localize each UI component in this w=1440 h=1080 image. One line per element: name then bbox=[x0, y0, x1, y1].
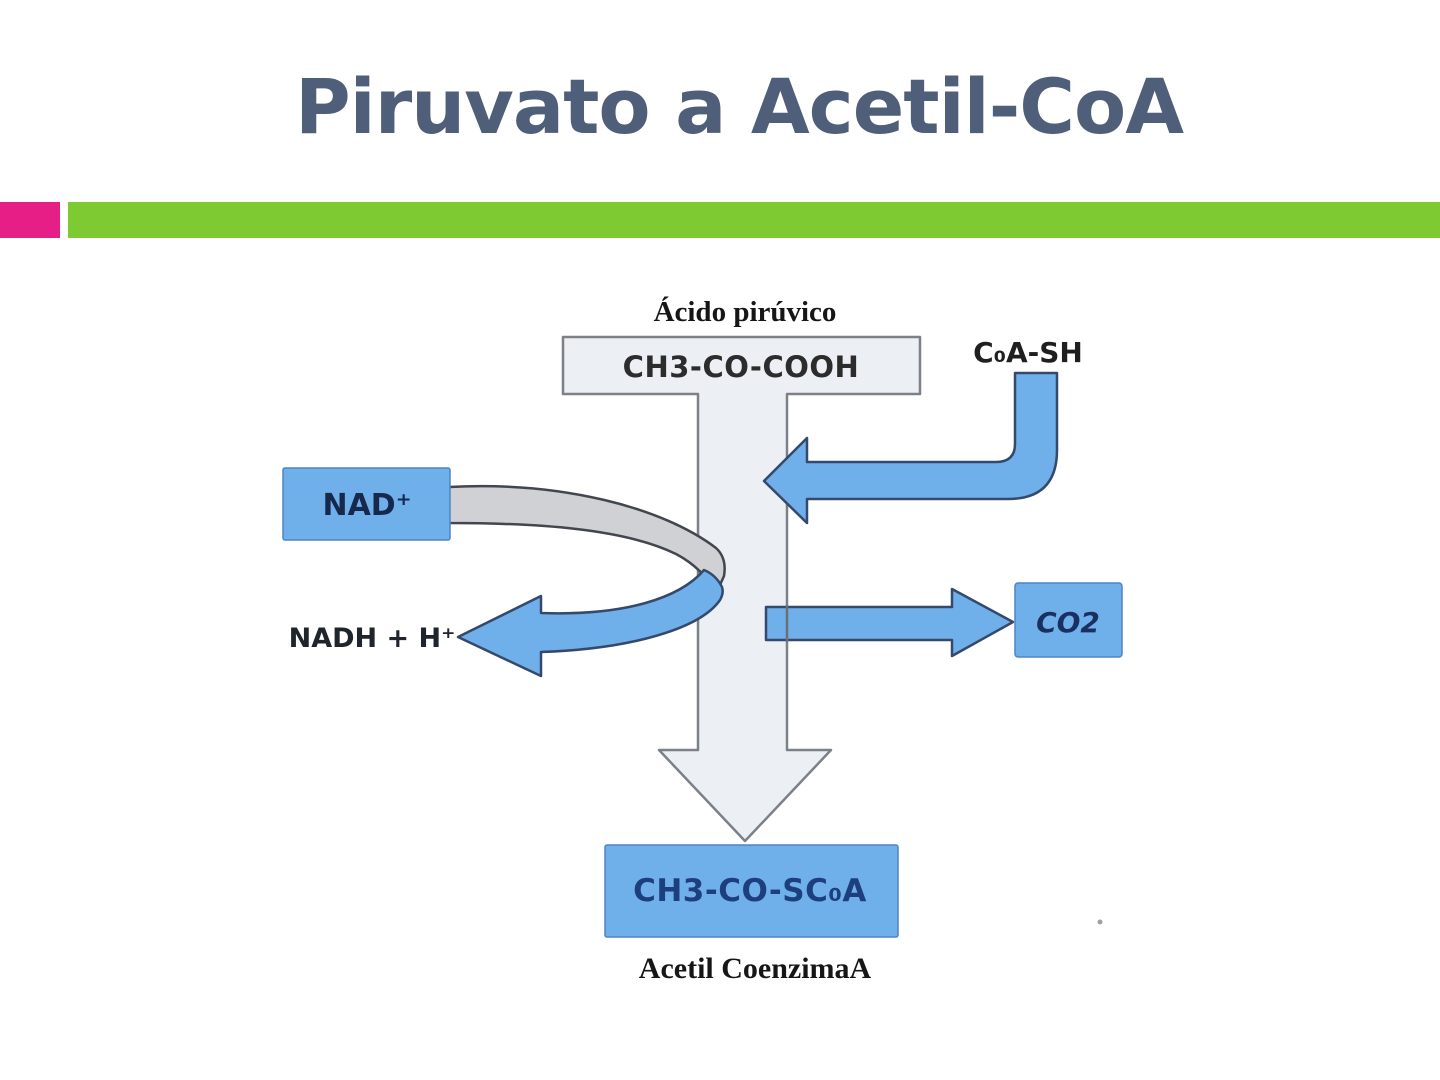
acetil-coenzima-label: Acetil CoenzimaA bbox=[639, 952, 872, 985]
acetil-coa-formula: CH3-CO-SC₀A bbox=[633, 873, 867, 909]
co2-box bbox=[1014, 582, 1123, 658]
slide-title: Piruvato a Acetil-CoA bbox=[294, 62, 1184, 151]
nadh-ribbon-arrow bbox=[456, 568, 724, 678]
coa-sh-label: C₀A-SH bbox=[973, 336, 1083, 369]
nadh-label: NADH + H⁺ bbox=[289, 623, 456, 654]
acido-piruvico-label: Ácido pirúvico bbox=[654, 295, 837, 328]
accent-bar-pink bbox=[0, 202, 60, 238]
accent-bar-green bbox=[68, 202, 1440, 238]
nad-box bbox=[282, 467, 451, 541]
artifact-dot bbox=[1097, 919, 1103, 925]
co2-label: CO2 bbox=[1036, 606, 1100, 639]
nad-ribbon-gray bbox=[447, 484, 726, 596]
acetyl-coa-box bbox=[604, 844, 899, 938]
pyruvate-flow-arrow-shape bbox=[561, 335, 922, 843]
coa-sh-arrow bbox=[762, 371, 1059, 525]
nad-label: NAD⁺ bbox=[322, 488, 411, 523]
piruvato-formula: CH3-CO-COOH bbox=[623, 350, 860, 384]
co2-arrow bbox=[764, 587, 1015, 658]
